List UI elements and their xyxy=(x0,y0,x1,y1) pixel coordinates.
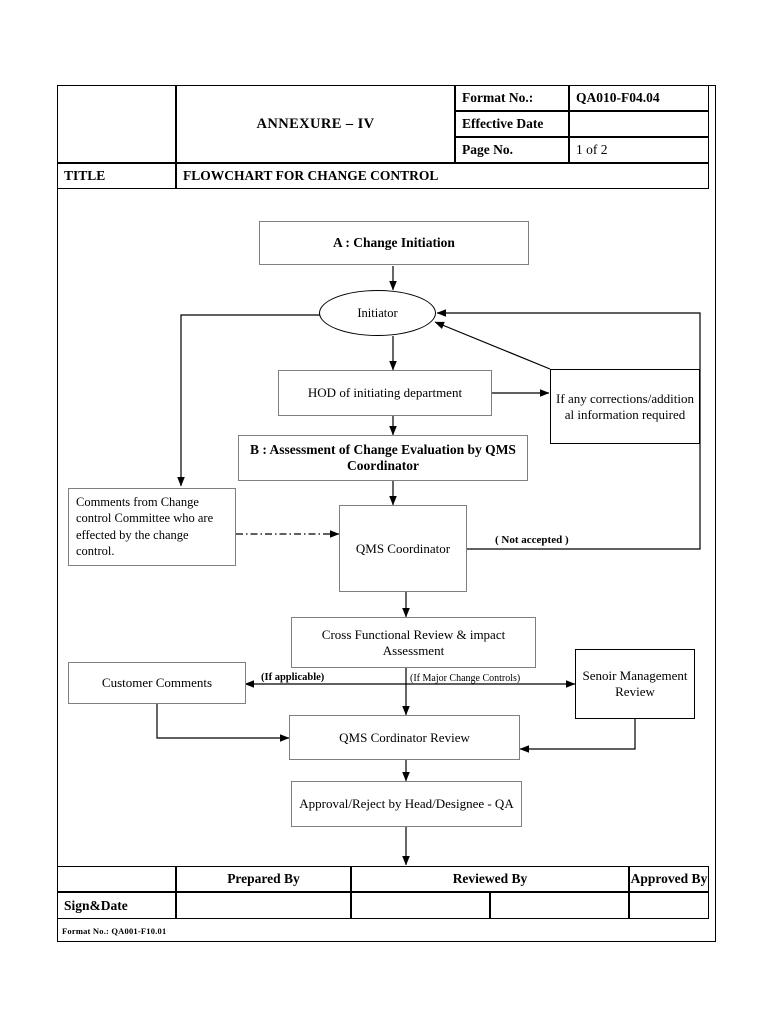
edge-senior-mgmt-to-review xyxy=(519,719,636,753)
edge-not-accepted-to-initiator xyxy=(436,309,701,550)
header-page-no-label: Page No. xyxy=(455,137,569,163)
header-page-no-value: 1 of 2 xyxy=(569,137,709,163)
edge-label-if-major-change-controls: (If Major Change Controls) xyxy=(410,673,521,684)
header-title-value: FLOWCHART FOR CHANGE CONTROL xyxy=(176,163,709,189)
node-initiator[interactable]: Initiator xyxy=(319,290,436,336)
edge-initiator-to-comments xyxy=(177,314,374,487)
edge-customer-comments-to-review xyxy=(156,704,290,742)
sig-header-reviewed-by: Reviewed By xyxy=(351,866,629,892)
sig-cell-approved[interactable] xyxy=(629,892,709,919)
node-cross-functional-review[interactable]: Cross Functional Review & impact Assessm… xyxy=(291,617,536,668)
node-corrections-required[interactable]: If any corrections/addition al informati… xyxy=(550,369,700,444)
node-qms-cordinator-review[interactable]: QMS Cordinator Review xyxy=(289,715,520,760)
node-hod-initiating-department[interactable]: HOD of initiating department xyxy=(278,370,492,416)
header-annexure: ANNEXURE – IV xyxy=(176,85,455,163)
sig-header-approved-by: Approved By xyxy=(629,866,709,892)
header-format-no-label: Format No.: xyxy=(455,85,569,111)
footer-format-note: Format No.: QA001-F10.01 xyxy=(62,926,167,936)
header-logo-cell xyxy=(57,85,176,163)
flowchart-connectors xyxy=(156,266,701,865)
edge-label-not-accepted: ( Not accepted ) xyxy=(495,534,569,546)
sig-cell-prepared[interactable] xyxy=(176,892,351,919)
sig-cell-reviewed-2[interactable] xyxy=(490,892,629,919)
sig-cell-reviewed-1[interactable] xyxy=(351,892,490,919)
node-customer-comments[interactable]: Customer Comments xyxy=(68,662,246,704)
edge-corrections-to-initiator xyxy=(434,321,551,370)
edge-label-if-applicable: (If applicable) xyxy=(261,672,325,683)
node-assessment-of-change[interactable]: B : Assessment of Change Evaluation by Q… xyxy=(238,435,528,481)
node-comments-change-control-committee[interactable]: Comments from Change control Committee w… xyxy=(68,488,236,566)
header-title-label: TITLE xyxy=(57,163,176,189)
node-approval-reject[interactable]: Approval/Reject by Head/Designee - QA xyxy=(291,781,522,827)
node-change-initiation[interactable]: A : Change Initiation xyxy=(259,221,529,265)
header-table: ANNEXURE – IV Format No.: QA010-F04.04 E… xyxy=(57,85,709,189)
flowchart-canvas: A : Change Initiation Initiator HOD of i… xyxy=(57,189,716,865)
header-effective-date-label: Effective Date xyxy=(455,111,569,137)
sig-corner-cell xyxy=(57,866,176,892)
header-effective-date-value xyxy=(569,111,709,137)
node-senior-management-review[interactable]: Senoir Management Review xyxy=(575,649,695,719)
node-qms-coordinator[interactable]: QMS Coordinator xyxy=(339,505,467,592)
sig-header-prepared-by: Prepared By xyxy=(176,866,351,892)
sig-row-label: Sign&Date xyxy=(57,892,176,919)
signature-table: Prepared By Reviewed By Approved By Sign… xyxy=(57,866,709,919)
header-format-no-value: QA010-F04.04 xyxy=(569,85,709,111)
